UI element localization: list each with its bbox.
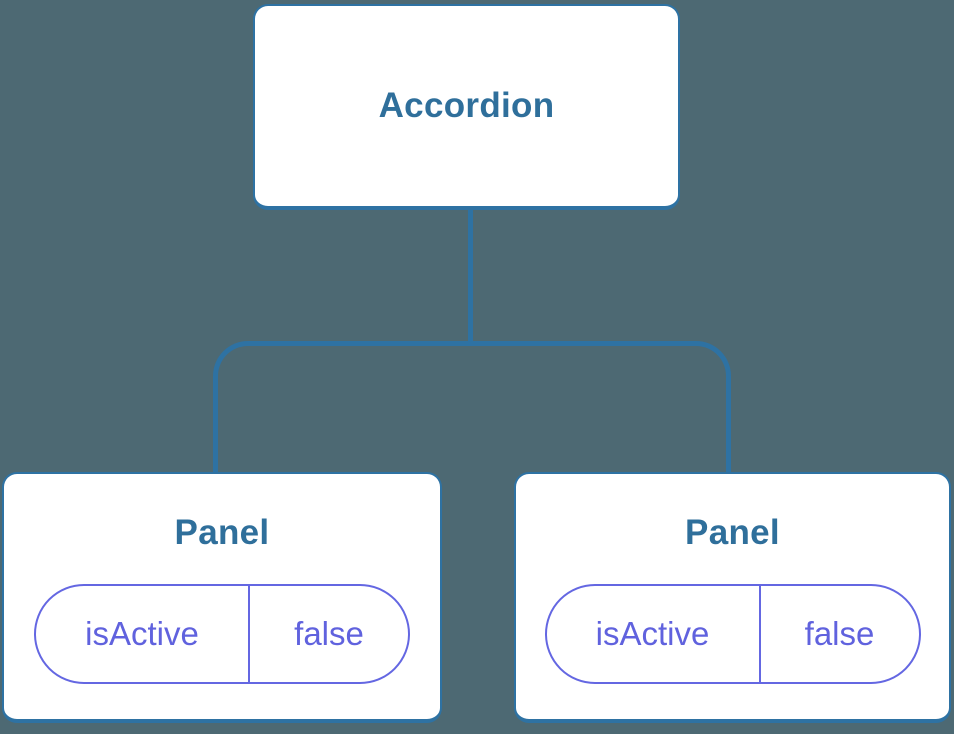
accordion-node: Accordion (253, 4, 680, 210)
state-value: false (804, 615, 875, 652)
panel-node-label: Panel (174, 513, 270, 552)
accordion-node-label: Accordion (378, 86, 555, 125)
panel-node-left: Panel isActive false (2, 472, 442, 723)
state-key: isActive (36, 586, 251, 682)
state-key: isActive (547, 586, 761, 682)
connector-stem (468, 208, 473, 344)
state-value: false (294, 615, 364, 652)
state-pill: isActive false (544, 584, 921, 684)
panel-node-label: Panel (685, 513, 780, 552)
state-pill: isActive false (34, 584, 410, 684)
connector-bracket (213, 341, 731, 472)
panel-node-right: Panel isActive false (514, 472, 951, 723)
